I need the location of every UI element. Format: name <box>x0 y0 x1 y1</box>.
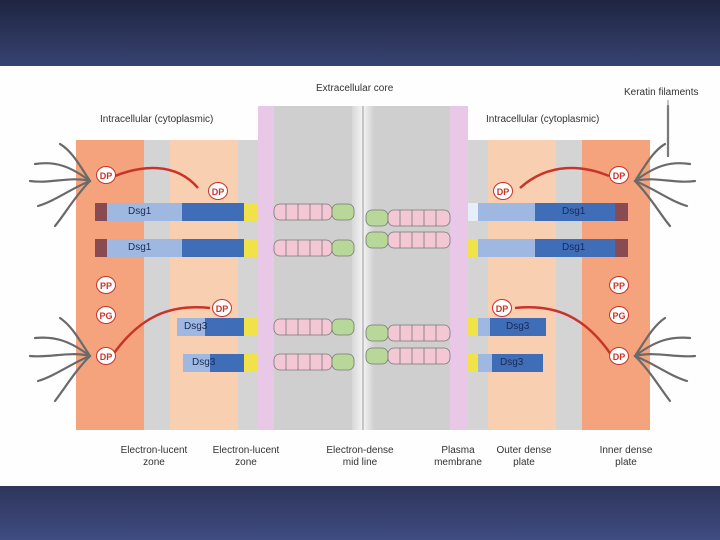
dp-connectors-left <box>110 166 211 357</box>
pp-protein-left: PP <box>96 276 116 294</box>
outer-dense-plate-left <box>170 140 238 430</box>
label-intracellular-right: Intracellular (cytoplasmic) <box>486 114 600 125</box>
pg-protein-right: PG <box>609 306 629 324</box>
extracellular-domains <box>273 203 451 371</box>
dp-protein-right-4: DP <box>609 347 629 365</box>
electron-lucent-zone-left-1 <box>144 140 170 430</box>
keratin-filaments-right <box>633 104 697 403</box>
dp-protein-right-1: DP <box>609 166 629 184</box>
dp-protein-left-1: DP <box>96 166 116 184</box>
electron-lucent-zone-right-2 <box>468 140 488 430</box>
dp-protein-right-2: DP <box>493 182 513 200</box>
label-intracellular-left: Intracellular (cytoplasmic) <box>100 114 214 125</box>
plasma-membrane-left <box>258 106 274 430</box>
dsg1-left-2: Dsg1 <box>128 242 152 253</box>
pp-protein-right: PP <box>609 276 629 294</box>
keratin-filaments-left <box>28 142 92 403</box>
label-keratin-filaments: Keratin filaments <box>624 87 699 98</box>
dsg1-left-1: Dsg1 <box>128 206 152 217</box>
label-extracellular-core: Extracellular core <box>316 83 394 94</box>
dp-connectors-right <box>514 166 614 357</box>
dsg3-right-2: Dsg3 <box>500 357 524 368</box>
dp-protein-right-3: DP <box>492 299 512 317</box>
dsg3-left-2: Dsg3 <box>192 357 216 368</box>
dsg3-left-1: Dsg3 <box>184 321 208 332</box>
dp-protein-left-2: DP <box>208 182 228 200</box>
cadherin-bars-right <box>468 203 628 372</box>
cadherin-bars-left <box>95 203 258 372</box>
desmosome-figure: Extracellular core Keratin filaments Int… <box>0 66 720 486</box>
plasma-membrane-right <box>450 106 468 430</box>
dp-protein-left-4: DP <box>96 347 116 365</box>
electron-lucent-zone-left-2 <box>238 140 258 430</box>
pg-protein-left: PG <box>96 306 116 324</box>
dsg3-right-1: Dsg3 <box>506 321 530 332</box>
electron-lucent-zone-right-1 <box>556 140 582 430</box>
dsg1-right-1: Dsg1 <box>562 206 586 217</box>
dsg1-right-2: Dsg1 <box>562 242 586 253</box>
dp-protein-left-3: DP <box>212 299 232 317</box>
